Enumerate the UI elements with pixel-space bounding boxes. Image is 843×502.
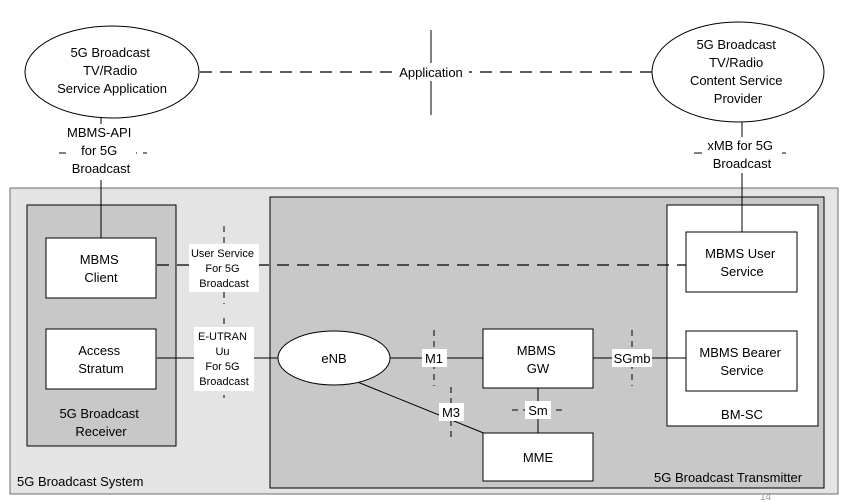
content-provider-ellipse — [651, 21, 825, 123]
application-label: Application — [399, 65, 463, 80]
mbms-client-box — [45, 237, 157, 299]
mbms-api-label: MBMS-API for 5G Broadcast — [67, 125, 135, 176]
m1-label-bg — [422, 349, 447, 367]
access-stratum-box — [45, 328, 157, 390]
mbms-user-service-label: MBMS User Service — [705, 246, 779, 279]
mbms-client-label: MBMS Client — [80, 252, 123, 285]
enb-ellipse — [277, 330, 391, 386]
access-stratum-label: Access Stratum — [78, 343, 124, 376]
application-label-bg — [393, 63, 469, 81]
m1-label: M1 — [425, 351, 443, 366]
sm-label: Sm — [528, 403, 548, 418]
receiver-label: 5G Broadcast Receiver — [59, 406, 142, 439]
system-label: 5G Broadcast System — [17, 474, 143, 489]
mme-label: MME — [523, 450, 554, 465]
m3-link — [354, 380, 487, 435]
xmb-label-bg — [702, 137, 782, 173]
bmsc-label: BM-SC — [721, 407, 763, 422]
content-provider-label: 5G Broadcast TV/Radio Content Service Pr… — [690, 37, 786, 106]
uu-label: E-UTRAN Uu For 5G Broadcast — [198, 331, 250, 388]
enb-label: eNB — [321, 351, 346, 366]
xmb-label: xMB for 5G Broadcast — [707, 138, 776, 171]
transmitter-label: 5G Broadcast Transmitter — [654, 470, 803, 485]
mme-box — [482, 432, 594, 482]
mbms-gw-label: MBMS GW — [517, 343, 560, 376]
sgmb-label: SGmb — [614, 351, 651, 366]
uu-label-bg — [194, 327, 254, 391]
mbms-bearer-service-label: MBMS Bearer Service — [699, 345, 784, 378]
m3-label: M3 — [442, 405, 460, 420]
mbms-user-service-box — [685, 231, 798, 293]
sm-label-bg — [525, 401, 551, 419]
service-application-label: 5G Broadcast TV/Radio Service Applicatio… — [57, 45, 167, 96]
mbms-bearer-service-box — [685, 330, 798, 392]
mbms-api-label-bg — [66, 124, 136, 180]
m3-label-bg — [439, 403, 464, 421]
service-application-ellipse — [24, 25, 200, 119]
user-service-label: User Service For 5G Broadcast — [191, 248, 257, 290]
mbms-gw-box — [482, 328, 594, 389]
user-service-label-bg — [189, 244, 259, 292]
page-number: 14 — [760, 492, 772, 502]
sgmb-label-bg — [612, 349, 652, 367]
